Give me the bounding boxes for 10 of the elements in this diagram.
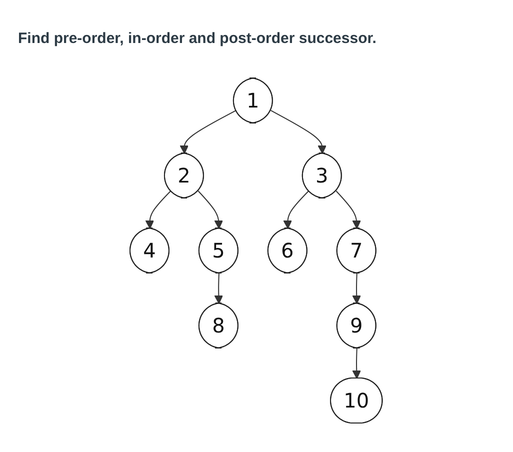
arrow: [180, 110, 237, 154]
arrow: [270, 110, 327, 154]
arrow: [146, 190, 172, 229]
arrow: [214, 273, 224, 304]
title: Find pre-order, in-order and post-order successor.: [18, 30, 378, 47]
arrow: [284, 190, 310, 229]
arrow: [198, 190, 224, 229]
arrow: [336, 190, 362, 229]
arrow: [352, 348, 362, 379]
arrow: [352, 273, 362, 304]
